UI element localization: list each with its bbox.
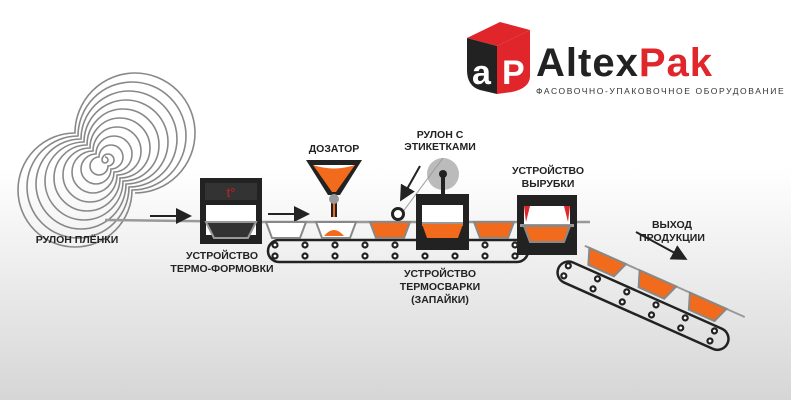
sealing-unit [416,194,469,250]
dispenser-icon [306,160,362,217]
label-film-roll: РУЛОН ПЛЁНКИ [36,233,119,246]
cutting-unit [517,195,577,255]
tray [473,221,515,239]
label-cutting-2: ВЫРУБКИ [522,178,575,190]
svg-text:AltexPak: AltexPak [536,41,713,85]
label-sealing-3: (ЗАПАЙКИ) [411,293,469,306]
film-roll-icon [17,72,196,248]
label-sealing-2: ТЕРМОСВАРКИ [400,281,480,293]
label-output-2: ПРОДУКЦИИ [639,232,705,244]
logo-tagline: ФАСОВОЧНО-УПАКОВОЧНОЕ ОБОРУДОВАНИЕ [536,86,785,96]
label-sealing-1: УСТРОЙСТВО [404,267,476,280]
thermoforming-unit: t° [200,178,262,244]
label-thermoforming-1: УСТРОЙСТВО [186,249,258,262]
heater-mark: t° [227,185,236,200]
svg-text:a: a [472,54,492,92]
arrow-icon [400,165,421,202]
label-label-roll-2: ЭТИКЕТКАМИ [404,141,476,153]
tray [369,221,411,239]
label-output-1: ВЫХОД [652,219,693,231]
tray [265,221,307,239]
label-label-roll-1: РУЛОН С [417,129,464,141]
tray-fill [324,230,344,236]
logo-brand-red: Pak [639,41,713,85]
label-cutting-1: УСТРОЙСТВО [512,164,584,177]
arrow-icon [635,231,688,260]
output-conveyor [556,244,746,352]
label-roll-icon [391,157,459,221]
altexpak-logo: a P AltexPak ФАСОВОЧНО-УПАКОВОЧНОЕ ОБОРУ… [467,22,785,96]
svg-text:P: P [502,54,525,92]
logo-brand-dark: Altex [536,41,639,85]
label-thermoforming-2: ТЕРМО-ФОРМОВКИ [170,263,273,275]
label-dispenser: ДОЗАТОР [309,143,360,155]
